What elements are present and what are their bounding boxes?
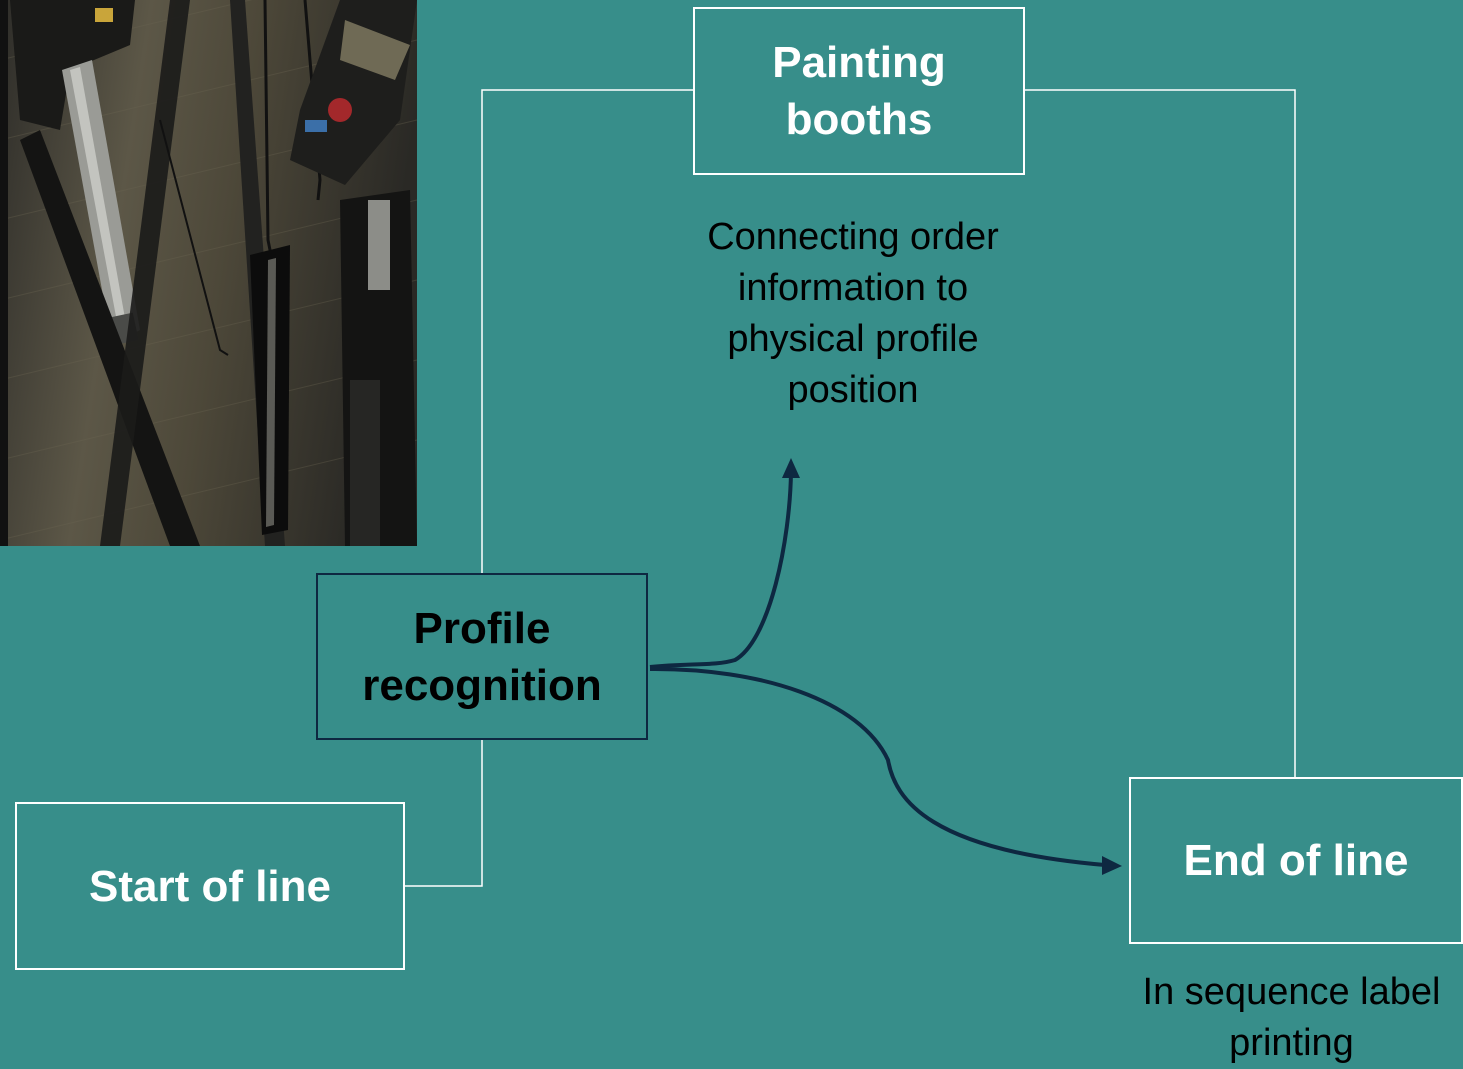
photo-illustration (0, 0, 417, 546)
painting-booths-box: Painting booths (693, 7, 1025, 175)
profile-recognition-box: Profile recognition (316, 573, 648, 740)
arrow-recognition-to-end (649, 666, 1106, 867)
arrow-recognition-to-painting (649, 471, 793, 669)
painting-booths-caption: Connecting order information to physical… (707, 216, 999, 411)
start-of-line-box: Start of line (15, 802, 405, 970)
arrow-head-right (1102, 856, 1122, 875)
connector-painting-to-end (1024, 89, 1296, 777)
connector-recognition-to-painting (481, 89, 693, 573)
arrow-head-up (782, 458, 800, 478)
end-of-line-box: End of line (1129, 777, 1463, 944)
production-line-photo (0, 0, 417, 546)
end-of-line-caption: In sequence label printing (1142, 971, 1441, 1064)
profile-recognition-label: Profile recognition (362, 603, 602, 710)
connector-start-to-recognition (404, 739, 483, 887)
start-of-line-label: Start of line (88, 861, 332, 911)
painting-booths-label: Painting booths (772, 38, 946, 144)
end-of-line-label: End of line (1183, 836, 1409, 885)
